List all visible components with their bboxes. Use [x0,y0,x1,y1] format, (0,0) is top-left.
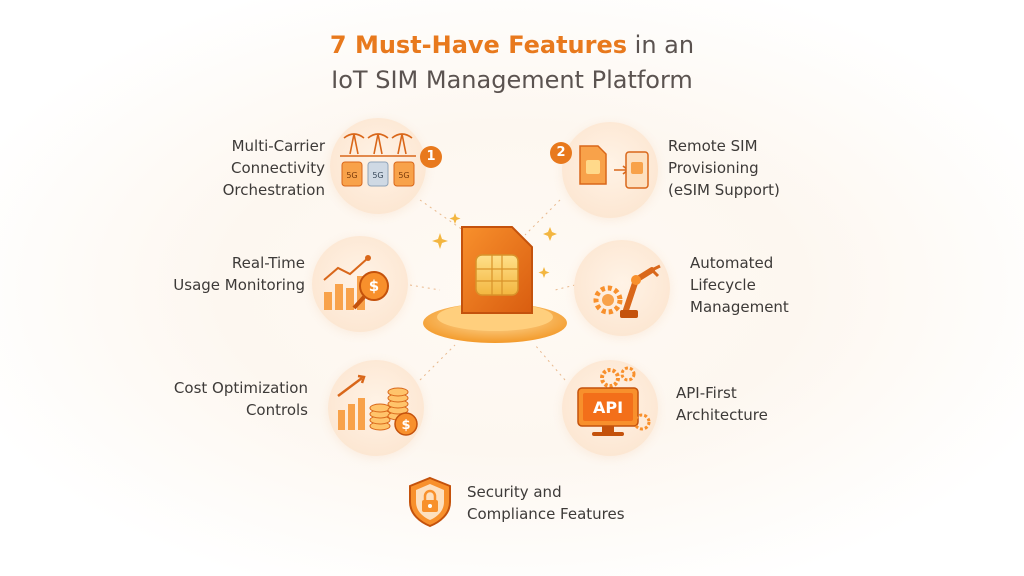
sim-transfer-icon [579,145,649,189]
central-sim-icon [423,213,567,343]
tag-5g-1: 5G [346,171,357,180]
feature-1-number-badge: 1 [420,146,442,168]
robot-arm-gear-icon [593,264,661,318]
currency-symbol: $ [401,418,410,433]
coins-chart-icon: $ [337,374,418,436]
feature-6-label: API-First Architecture [676,384,768,424]
feature-7-label: Security and Compliance Features [467,483,625,523]
feature-4-bubble [574,240,670,336]
feature-1-label: Multi-Carrier Connectivity Orchestration [222,137,325,199]
feature-3-label: Real-Time Usage Monitoring [173,254,305,294]
feature-5-label: Cost Optimization Controls [173,379,308,419]
page-title: 7 Must-Have Features in an IoT SIM Manag… [0,28,1024,98]
cell-tower-sim-icon: 5G 5G 5G [340,133,416,187]
feature-2-number-badge: 2 [550,142,572,164]
feature-6-bubble: API [562,360,658,456]
shield-lock-icon [409,476,451,528]
currency-symbol: $ [369,277,379,295]
api-monitor-icon: API [577,366,651,436]
api-label: API [593,398,623,417]
feature-1-bubble: 5G 5G 5G [330,118,426,214]
feature-5-bubble: $ [328,360,424,456]
title-subline: IoT SIM Management Platform [331,66,693,94]
feature-2-bubble [562,122,658,218]
usage-chart-magnifier-icon: $ [323,255,389,310]
tag-5g-2: 5G [372,171,383,180]
title-accent: 7 Must-Have Features [329,31,628,59]
title-rest: in an [627,31,695,59]
feature-3-bubble: $ [312,236,408,332]
feature-4-label: Automated Lifecycle Management [690,254,789,316]
tag-5g-3: 5G [398,171,409,180]
feature-2-label: Remote SIM Provisioning (eSIM Support) [668,137,780,199]
